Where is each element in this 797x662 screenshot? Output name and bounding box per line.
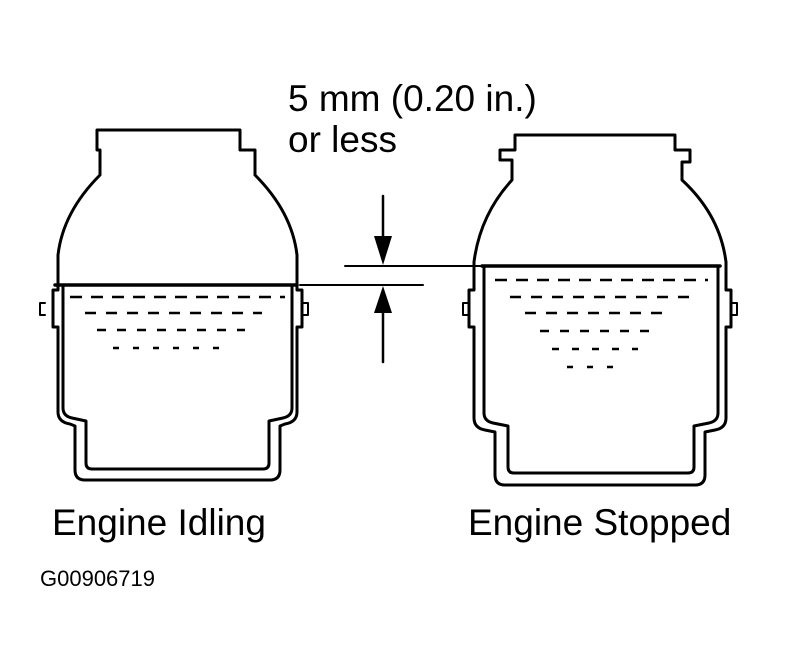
dimension-arrow-down-head (374, 236, 392, 265)
dimension-arrow-up-head (374, 286, 392, 313)
reservoir-stopped-outer-wall (467, 133, 733, 487)
reservoir-stopped-inner-wall (482, 266, 720, 475)
fluid-shading-stopped (495, 278, 708, 369)
reservoir-idling-outer-wall (51, 128, 304, 482)
measurement-label-line2: or less (288, 119, 397, 160)
fluid-shading-idling (70, 295, 285, 350)
label-engine-idling: Engine Idling (52, 502, 266, 543)
reservoir-stopped-left-notch (462, 302, 470, 316)
reservoir-stopped (462, 133, 738, 487)
level-difference-indicator (299, 194, 481, 364)
label-engine-stopped: Engine Stopped (468, 502, 731, 543)
reservoir-idling-inner-wall (61, 285, 294, 471)
reservoir-stopped-right-notch (730, 302, 738, 316)
reservoir-idling-right-notch (301, 302, 309, 316)
measurement-label-line1: 5 mm (0.20 in.) (288, 78, 537, 119)
reservoir-idling-left-notch (39, 302, 46, 316)
figure-id: G00906719 (40, 566, 155, 591)
reservoir-idling (39, 128, 309, 482)
